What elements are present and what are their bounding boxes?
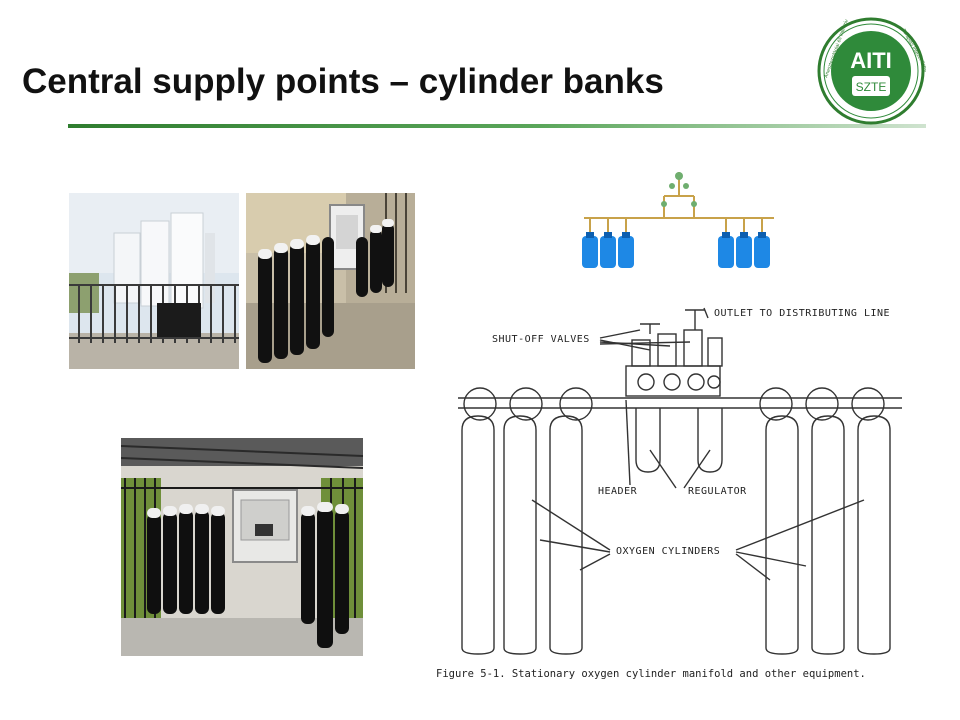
title-underline [68, 124, 926, 128]
logo-main-text: AITI [850, 48, 892, 73]
label-shutoff-valves: SHUT-OFF VALVES [492, 334, 590, 345]
slide-title: Central supply points – cylinder banks [22, 62, 664, 101]
label-regulator: REGULATOR [688, 486, 747, 497]
photo-canopy-cylinders [121, 438, 363, 656]
aiti-szte-logo: AITI SZTE Aneszteziológiai és Intenzív T… [817, 17, 926, 125]
manifold-schematic [582, 172, 774, 268]
label-header: HEADER [598, 486, 638, 497]
photo-cylinder-wall [246, 193, 415, 369]
photo-outdoor-tanks [69, 193, 239, 369]
label-outlet: OUTLET TO DISTRIBUTING LINE [714, 308, 891, 319]
label-oxygen-cylinders: OXYGEN CYLINDERS [616, 546, 721, 557]
figure-caption: Figure 5-1. Stationary oxygen cylinder m… [436, 668, 866, 680]
logo-sub-text: SZTE [856, 80, 887, 94]
manifold-line-drawing [458, 307, 902, 655]
